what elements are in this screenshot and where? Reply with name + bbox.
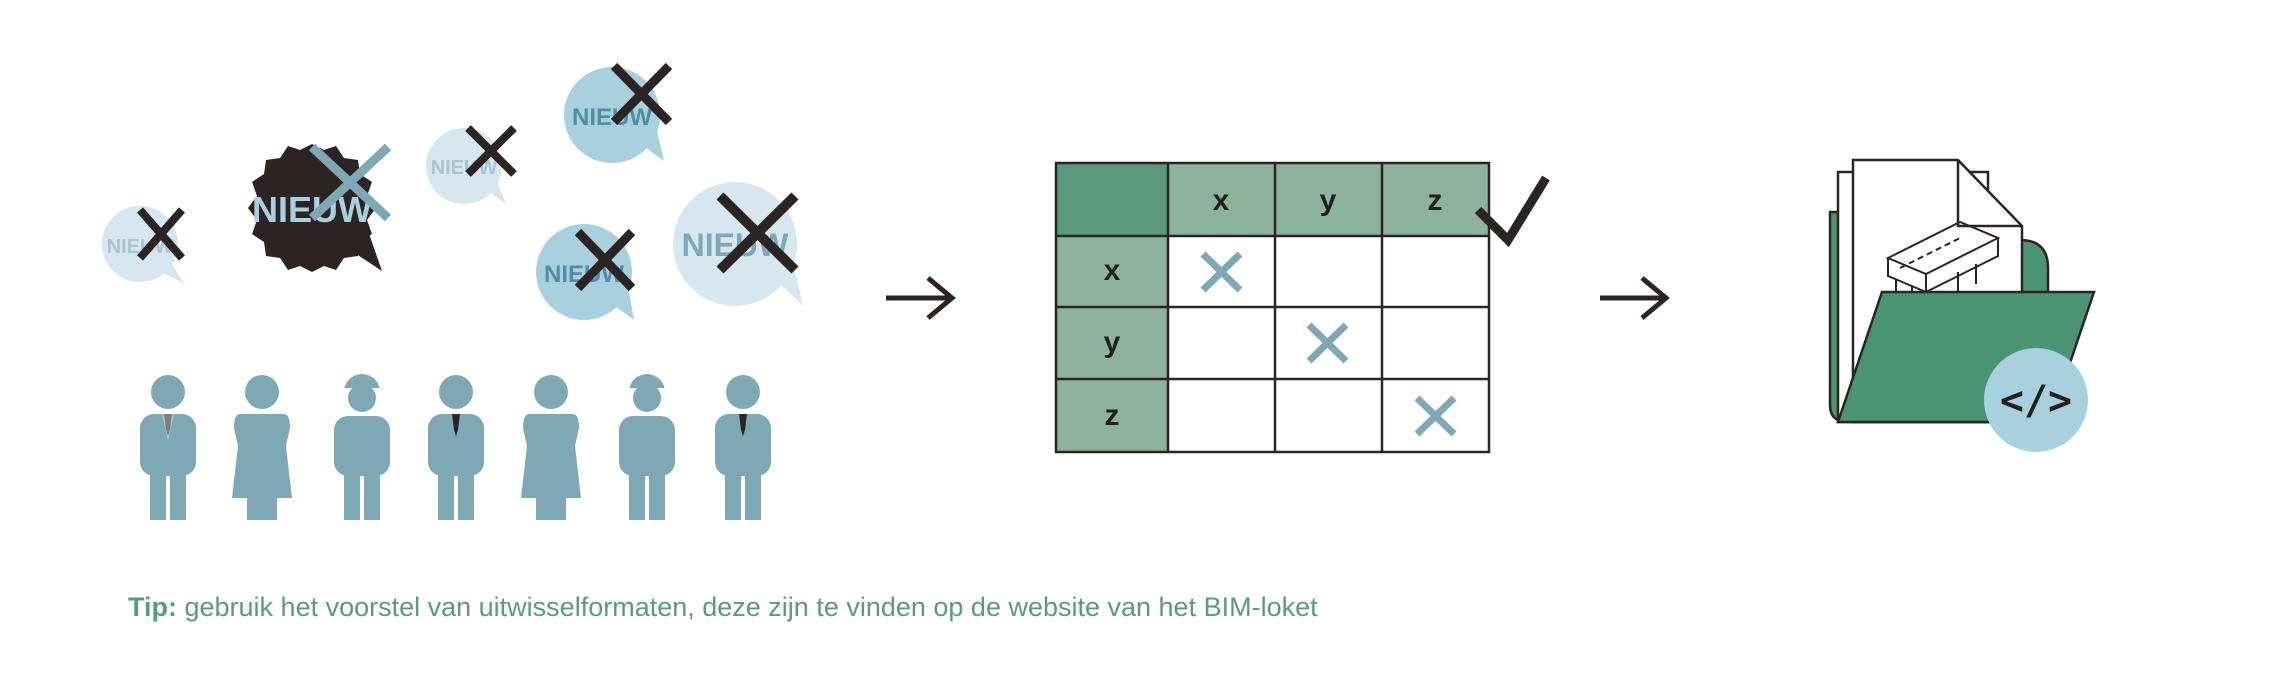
person-man-icon — [428, 375, 484, 520]
tip-label: Tip: — [128, 592, 177, 622]
nieuw-badge-icon: NIEUW — [248, 144, 382, 272]
arrow-right-icon — [1600, 276, 1670, 320]
matrix-col-header: z — [1428, 184, 1443, 217]
person-man-icon — [715, 375, 771, 520]
cross-icon — [1200, 251, 1243, 293]
nieuw-badge-icon: NIEUW — [426, 128, 506, 204]
tip-body: gebruik het voorstel van uitwisselformat… — [177, 592, 1318, 622]
person-woman-icon — [232, 375, 292, 520]
svg-text:</>: </> — [2000, 378, 2072, 424]
svg-text:NIEUW: NIEUW — [252, 189, 372, 230]
matrix-row-header: y — [1104, 326, 1121, 359]
nieuw-badge-icon: NIEUW — [536, 224, 634, 320]
tip-text: Tip: gebruik het voorstel van uitwisself… — [128, 592, 1318, 623]
arrow-right-icon — [886, 276, 956, 320]
matrix-col-header: y — [1320, 184, 1337, 217]
matrix-row-header: z — [1105, 399, 1120, 432]
cross-icon — [1414, 395, 1457, 437]
cross-icon — [610, 62, 673, 126]
matrix-row-header: x — [1104, 254, 1121, 287]
cross-icon — [716, 192, 799, 274]
cross-icon — [308, 143, 392, 222]
matrix-corner-cell — [1056, 163, 1168, 236]
cross-icon — [465, 125, 517, 177]
people-row — [140, 374, 771, 520]
cross-icon — [1306, 322, 1349, 364]
nieuw-badges-group: NIEUW NIEUW NIEUW NI — [102, 62, 803, 320]
person-woman-icon — [521, 375, 581, 520]
person-man-icon — [140, 375, 196, 520]
check-icon — [1474, 175, 1550, 248]
nieuw-badge-icon: NIEUW — [102, 206, 185, 284]
exchange-matrix: x y z x y z — [1054, 161, 1550, 454]
matrix-col-header: x — [1213, 184, 1230, 217]
cross-icon — [136, 207, 186, 261]
code-icon: </> — [1984, 348, 2088, 452]
cross-icon — [574, 228, 636, 292]
svg-text:NIEUW: NIEUW — [431, 157, 498, 179]
person-worker-icon — [619, 374, 675, 520]
person-worker-icon — [334, 374, 390, 520]
